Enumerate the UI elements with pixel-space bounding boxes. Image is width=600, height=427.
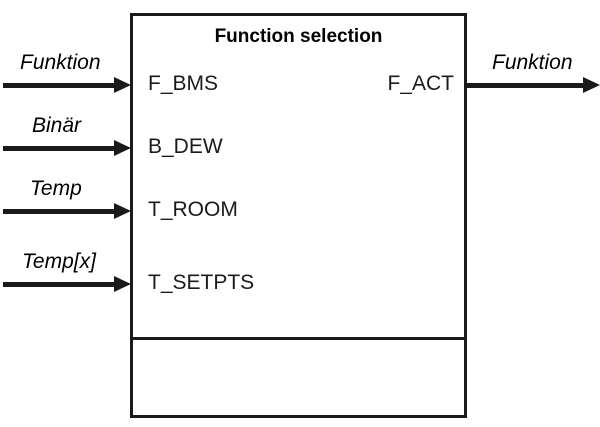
arrow-shaft xyxy=(3,146,114,151)
input-port-label-b-dew: B_DEW xyxy=(148,135,223,158)
arrow-head-icon xyxy=(114,203,131,219)
output-arrow-1 xyxy=(466,77,600,93)
arrow-head-icon xyxy=(583,77,600,93)
input-signal-label-3: Temp xyxy=(30,177,82,200)
input-signal-label-2: Binär xyxy=(32,114,82,137)
input-arrow-3 xyxy=(3,203,131,219)
output-port-label-f-act: F_ACT xyxy=(387,72,454,95)
input-arrow-2 xyxy=(3,140,131,156)
input-port-label-f-bms: F_BMS xyxy=(148,72,219,95)
input-signal-label-4: Temp[x] xyxy=(22,250,96,273)
arrow-shaft xyxy=(3,209,114,214)
arrow-shaft xyxy=(3,282,114,287)
output-signal-label-1: Funktion xyxy=(492,51,573,74)
input-arrow-4 xyxy=(3,276,131,292)
arrow-shaft xyxy=(466,83,583,88)
input-arrow-1 xyxy=(3,77,131,93)
arrow-head-icon xyxy=(114,77,131,93)
input-signal-label-1: Funktion xyxy=(20,51,101,74)
arrow-head-icon xyxy=(114,276,131,292)
function-block xyxy=(130,13,467,418)
block-title: Function selection xyxy=(214,26,383,47)
input-port-label-t-room: T_ROOM xyxy=(148,198,238,221)
arrow-head-icon xyxy=(114,140,131,156)
arrow-shaft xyxy=(3,83,114,88)
input-port-label-t-setpts: T_SETPTS xyxy=(148,271,255,294)
function-block-divider xyxy=(130,337,467,340)
